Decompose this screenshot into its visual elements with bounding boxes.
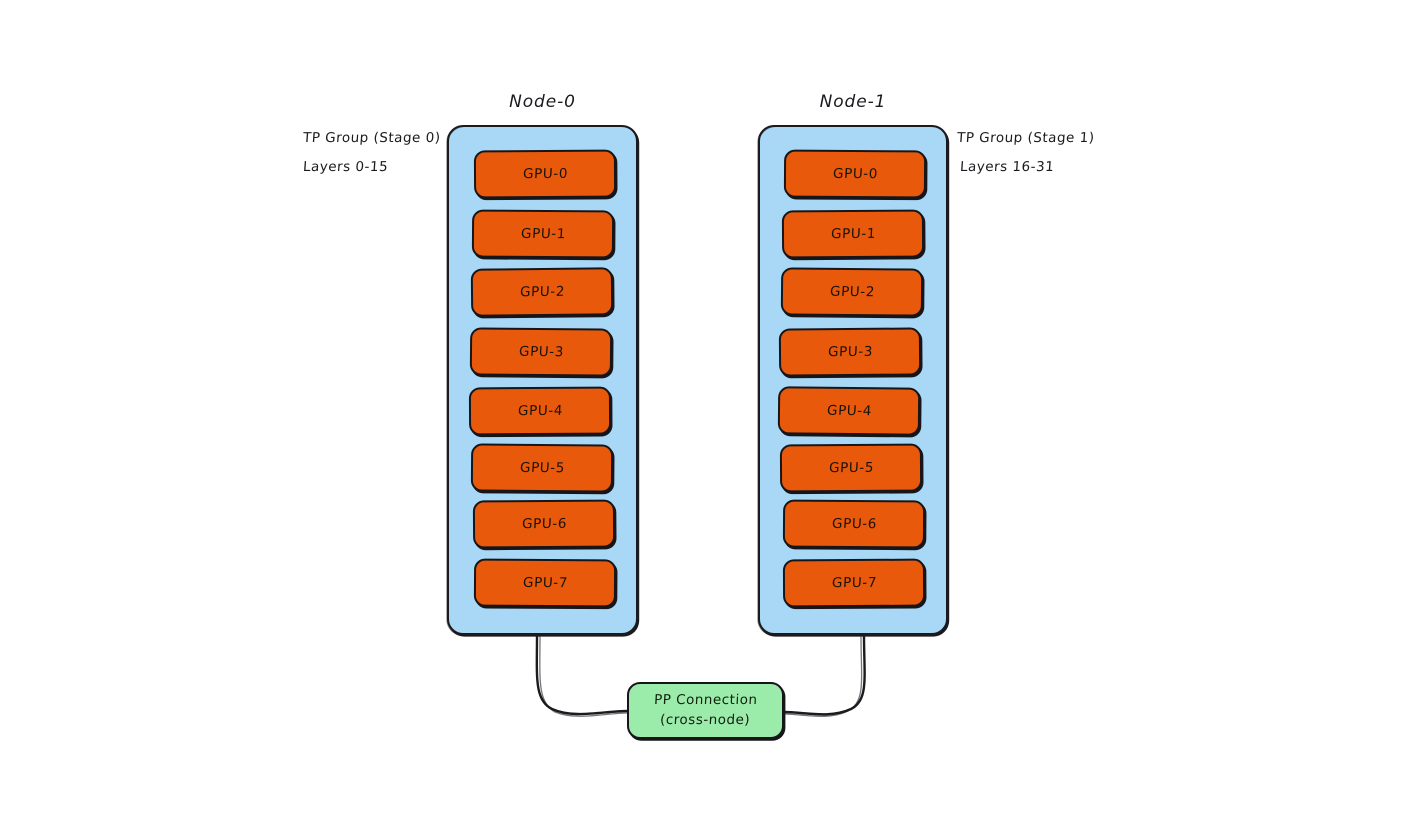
pp-connection-subtitle: (cross-node) <box>660 711 752 728</box>
connector-node0-to-pp <box>535 634 629 716</box>
gpu-label: GPU-5 <box>519 459 565 477</box>
connector-node1-to-pp <box>782 634 866 716</box>
node-0-annotation-layers: Layers 0-15 <box>302 159 389 175</box>
gpu-label: GPU-1 <box>830 225 876 243</box>
node-0-gpu-2[interactable]: GPU-2 <box>470 267 614 317</box>
node-0-gpu-5[interactable]: GPU-5 <box>470 443 614 493</box>
gpu-label: GPU-6 <box>521 515 567 533</box>
node-1-gpu-4[interactable]: GPU-4 <box>777 386 921 436</box>
node-1-gpu-1[interactable]: GPU-1 <box>781 209 925 259</box>
gpu-label: GPU-1 <box>520 225 566 243</box>
node-0-title: Node-0 <box>509 92 576 112</box>
gpu-label: GPU-6 <box>831 515 877 533</box>
gpu-label: GPU-0 <box>832 165 878 183</box>
gpu-label: GPU-0 <box>522 165 568 183</box>
gpu-label: GPU-7 <box>522 574 568 592</box>
node-0-gpu-4[interactable]: GPU-4 <box>468 386 612 436</box>
gpu-label: GPU-4 <box>517 402 563 420</box>
node-1-gpu-6[interactable]: GPU-6 <box>782 499 926 549</box>
gpu-label: GPU-3 <box>827 343 873 361</box>
node-0-gpu-6[interactable]: GPU-6 <box>472 499 616 549</box>
node-1-gpu-0[interactable]: GPU-0 <box>783 149 927 199</box>
node-0-annotation-tp-group: TP Group (Stage 0) <box>302 130 442 146</box>
gpu-label: GPU-4 <box>826 402 872 420</box>
connector-node1-to-pp-shadow <box>783 636 863 718</box>
node-1-gpu-2[interactable]: GPU-2 <box>780 267 924 317</box>
node-1-annotation-tp-group: TP Group (Stage 1) <box>956 130 1096 146</box>
gpu-label: GPU-5 <box>828 459 874 477</box>
node-1-gpu-5[interactable]: GPU-5 <box>779 443 923 493</box>
gpu-label: GPU-2 <box>829 283 875 301</box>
node-0-gpu-7[interactable]: GPU-7 <box>473 558 617 608</box>
gpu-label: GPU-2 <box>519 283 565 301</box>
node-0-gpu-3[interactable]: GPU-3 <box>469 327 613 377</box>
gpu-label: GPU-3 <box>518 343 564 361</box>
node-1-annotation-layers: Layers 16-31 <box>959 159 1055 175</box>
node-1-gpu-7[interactable]: GPU-7 <box>782 558 926 608</box>
pp-connection-title: PP Connection <box>653 691 758 708</box>
pp-connection-box[interactable]: PP Connection (cross-node) <box>627 682 784 739</box>
node-1-gpu-3[interactable]: GPU-3 <box>778 327 922 377</box>
node-0-gpu-0[interactable]: GPU-0 <box>473 149 617 199</box>
gpu-label: GPU-7 <box>831 574 877 592</box>
node-1-title: Node-1 <box>819 92 887 112</box>
node-0-gpu-1[interactable]: GPU-1 <box>471 209 615 259</box>
connector-node0-to-pp-shadow <box>539 636 628 717</box>
